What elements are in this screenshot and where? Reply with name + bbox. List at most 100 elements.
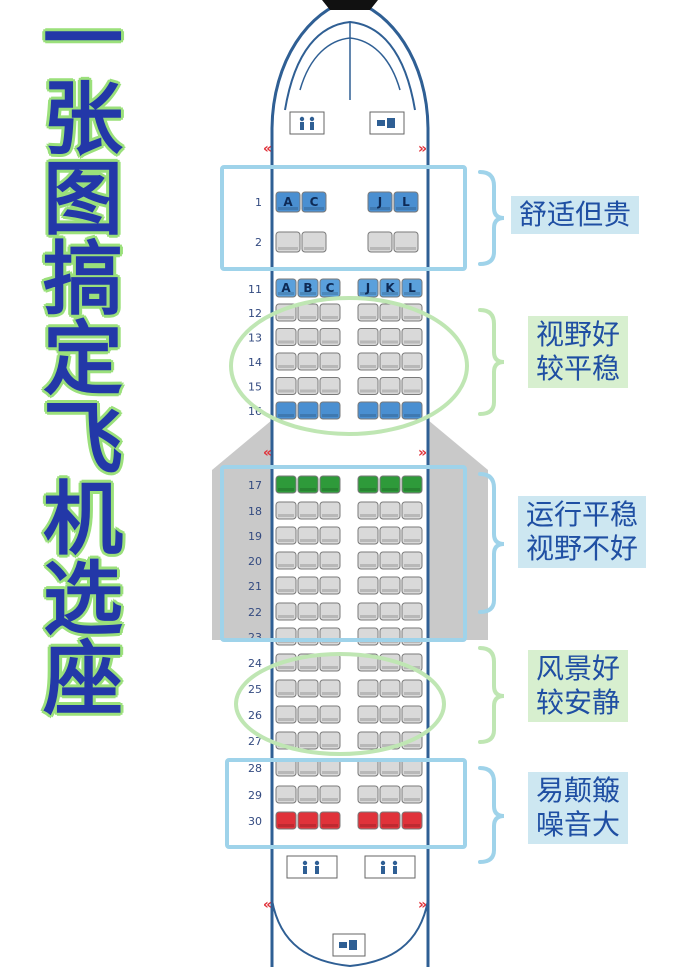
seat[interactable] [297, 377, 319, 395]
seat[interactable]: K [379, 278, 401, 298]
seat[interactable]: A [275, 191, 301, 213]
seat[interactable] [357, 475, 379, 494]
seat[interactable] [319, 679, 341, 698]
seat[interactable] [357, 377, 379, 395]
seat[interactable] [319, 576, 341, 595]
seat[interactable] [357, 526, 379, 545]
seat[interactable] [297, 705, 319, 724]
seat[interactable]: C [301, 191, 327, 213]
seat[interactable] [297, 328, 319, 346]
seat[interactable] [275, 352, 297, 371]
seat[interactable]: B [297, 278, 319, 298]
seat[interactable] [357, 551, 379, 570]
seat[interactable] [319, 602, 341, 621]
seat[interactable] [275, 602, 297, 621]
seat[interactable] [379, 377, 401, 395]
seat[interactable] [297, 627, 319, 646]
seat[interactable] [367, 231, 393, 253]
seat[interactable] [297, 602, 319, 621]
seat[interactable] [297, 352, 319, 371]
seat[interactable] [379, 679, 401, 698]
seat[interactable] [297, 785, 319, 804]
seat[interactable] [357, 602, 379, 621]
seat[interactable] [275, 679, 297, 698]
seat[interactable] [393, 231, 419, 253]
seat[interactable] [357, 731, 379, 750]
seat[interactable] [357, 785, 379, 804]
seat[interactable] [401, 679, 423, 698]
seat[interactable] [379, 526, 401, 545]
seat[interactable] [297, 501, 319, 520]
seat[interactable] [297, 526, 319, 545]
seat[interactable] [319, 731, 341, 750]
seat[interactable] [401, 811, 423, 830]
seat[interactable] [401, 785, 423, 804]
seat[interactable] [319, 627, 341, 646]
seat[interactable] [275, 705, 297, 724]
seat[interactable] [357, 679, 379, 698]
seat[interactable] [319, 328, 341, 346]
seat[interactable] [379, 576, 401, 595]
seat[interactable]: J [367, 191, 393, 213]
seat[interactable] [379, 352, 401, 371]
seat[interactable] [319, 551, 341, 570]
seat[interactable] [401, 377, 423, 395]
seat[interactable] [319, 377, 341, 395]
seat[interactable]: A [275, 278, 297, 298]
seat[interactable]: L [401, 278, 423, 298]
seat[interactable] [297, 811, 319, 830]
seat[interactable] [357, 401, 379, 420]
seat[interactable] [275, 526, 297, 545]
seat[interactable] [275, 377, 297, 395]
seat[interactable] [357, 811, 379, 830]
seat[interactable] [297, 475, 319, 494]
seat[interactable] [319, 526, 341, 545]
seat[interactable] [357, 627, 379, 646]
seat[interactable] [297, 401, 319, 420]
seat[interactable] [275, 576, 297, 595]
seat[interactable] [319, 352, 341, 371]
seat[interactable] [401, 526, 423, 545]
seat[interactable] [401, 551, 423, 570]
seat[interactable] [379, 602, 401, 621]
seat[interactable] [275, 551, 297, 570]
seat[interactable] [357, 576, 379, 595]
seat[interactable] [275, 785, 297, 804]
seat[interactable] [297, 679, 319, 698]
seat[interactable] [275, 811, 297, 830]
seat[interactable] [379, 705, 401, 724]
seat[interactable] [297, 731, 319, 750]
seat[interactable] [275, 627, 297, 646]
seat[interactable] [401, 501, 423, 520]
seat[interactable] [297, 551, 319, 570]
seat[interactable] [379, 785, 401, 804]
seat[interactable] [319, 811, 341, 830]
seat[interactable] [357, 303, 379, 322]
seat[interactable] [401, 475, 423, 494]
seat[interactable] [379, 328, 401, 346]
seat[interactable] [275, 501, 297, 520]
seat[interactable] [319, 475, 341, 494]
seat[interactable] [401, 705, 423, 724]
seat[interactable] [401, 602, 423, 621]
seat[interactable]: L [393, 191, 419, 213]
seat[interactable] [379, 501, 401, 520]
seat[interactable] [357, 328, 379, 346]
seat[interactable] [297, 576, 319, 595]
seat[interactable] [401, 352, 423, 371]
seat[interactable] [297, 303, 319, 322]
seat[interactable] [319, 401, 341, 420]
seat[interactable] [319, 705, 341, 724]
seat[interactable] [357, 705, 379, 724]
seat[interactable] [357, 352, 379, 371]
seat[interactable] [357, 501, 379, 520]
seat[interactable] [379, 475, 401, 494]
seat[interactable] [379, 811, 401, 830]
seat[interactable] [275, 231, 301, 253]
seat[interactable] [319, 303, 341, 322]
seat[interactable] [379, 627, 401, 646]
seat[interactable] [401, 401, 423, 420]
seat[interactable] [275, 401, 297, 420]
seat[interactable] [301, 231, 327, 253]
seat[interactable] [275, 328, 297, 346]
